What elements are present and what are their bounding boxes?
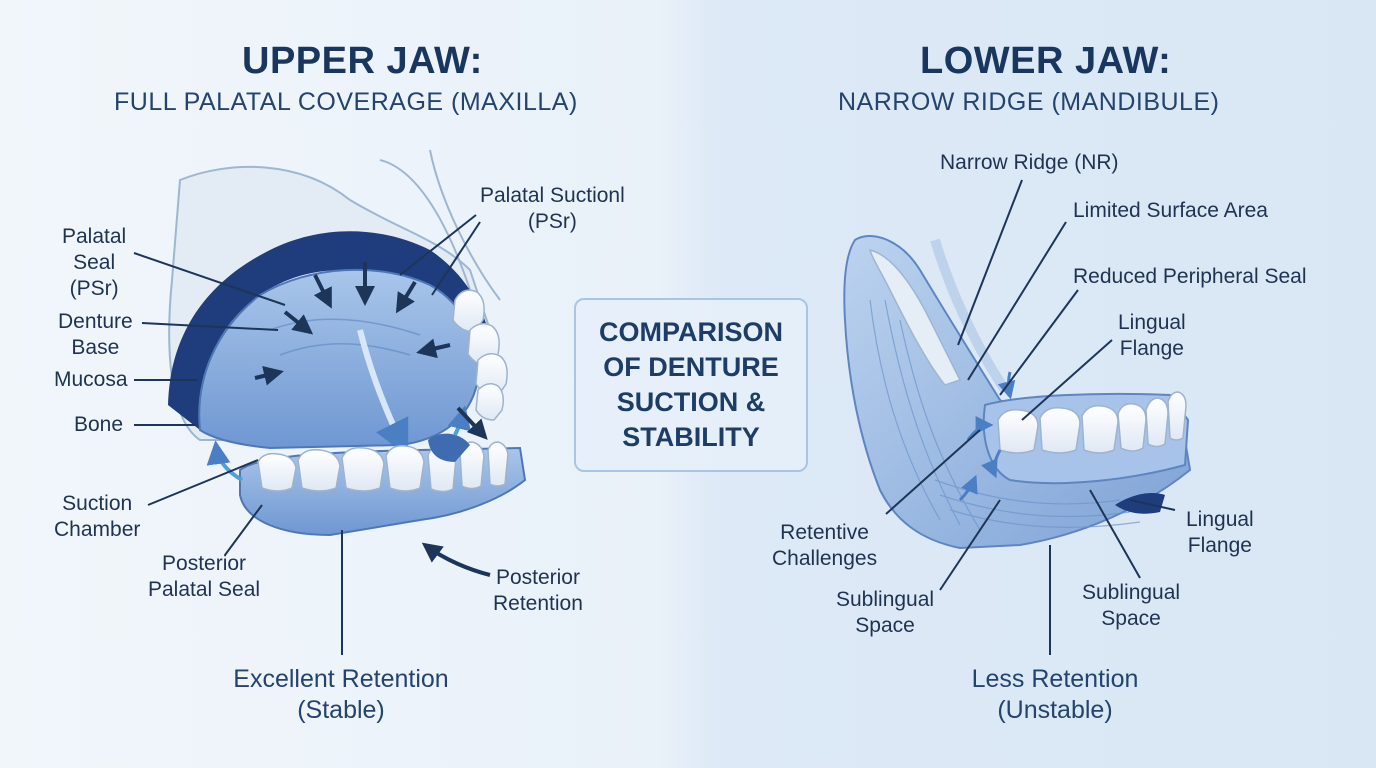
label-narrow-ridge: Narrow Ridge (NR)	[940, 151, 1119, 174]
label-palatal-suction: Palatal Suctionl (PSr)	[480, 184, 625, 233]
upper-front-teeth	[452, 289, 508, 421]
comparison-box: COMPARISON OF DENTURE SUCTION & STABILIT…	[574, 298, 808, 472]
label-bone: Bone	[74, 413, 124, 436]
lower-jaw-drawing	[843, 179, 1192, 655]
label-limited-surface: Limited Surface Area	[1073, 199, 1268, 222]
label-posterior-retention: Posterior Retention	[493, 566, 583, 615]
upper-jaw-drawing	[133, 149, 527, 655]
upper-figure-lower-teeth	[257, 441, 509, 493]
comparison-title: COMPARISON OF DENTURE SUCTION & STABILIT…	[598, 317, 783, 452]
label-mucosa: Mucosa	[54, 368, 128, 391]
upper-denture-base	[198, 268, 480, 450]
lower-teeth	[997, 391, 1187, 454]
lower-jaw-subtitle: NARROW RIDGE (MANDIBULE)	[838, 88, 1220, 116]
label-lingual-flange-top: Lingual Flange	[1118, 311, 1186, 360]
label-lingual-flange-right: Lingual Flange	[1186, 508, 1254, 557]
label-sublingual-space-right: Sublingual Space	[1082, 581, 1181, 630]
upper-summary: Excellent Retention (Stable)	[233, 665, 449, 724]
upper-jaw-subtitle: FULL PALATAL COVERAGE (MAXILLA)	[114, 88, 578, 116]
label-palatal-seal: Palatal Seal (PSr)	[62, 225, 127, 300]
label-retentive-challenges: Retentive Challenges	[772, 521, 878, 570]
label-sublingual-space-left: Sublingual Space	[836, 588, 935, 637]
label-reduced-seal: Reduced Peripheral Seal	[1073, 265, 1307, 288]
lower-jaw-title: LOWER JAW:	[920, 40, 1172, 82]
upper-jaw-title: UPPER JAW:	[242, 40, 483, 82]
lower-summary: Less Retention (Unstable)	[971, 665, 1139, 724]
label-suction-chamber: Suction Chamber	[54, 492, 141, 541]
label-denture-base: Denture Base	[58, 310, 133, 359]
label-posterior-palatal-seal: Posterior Palatal Seal	[148, 552, 261, 601]
